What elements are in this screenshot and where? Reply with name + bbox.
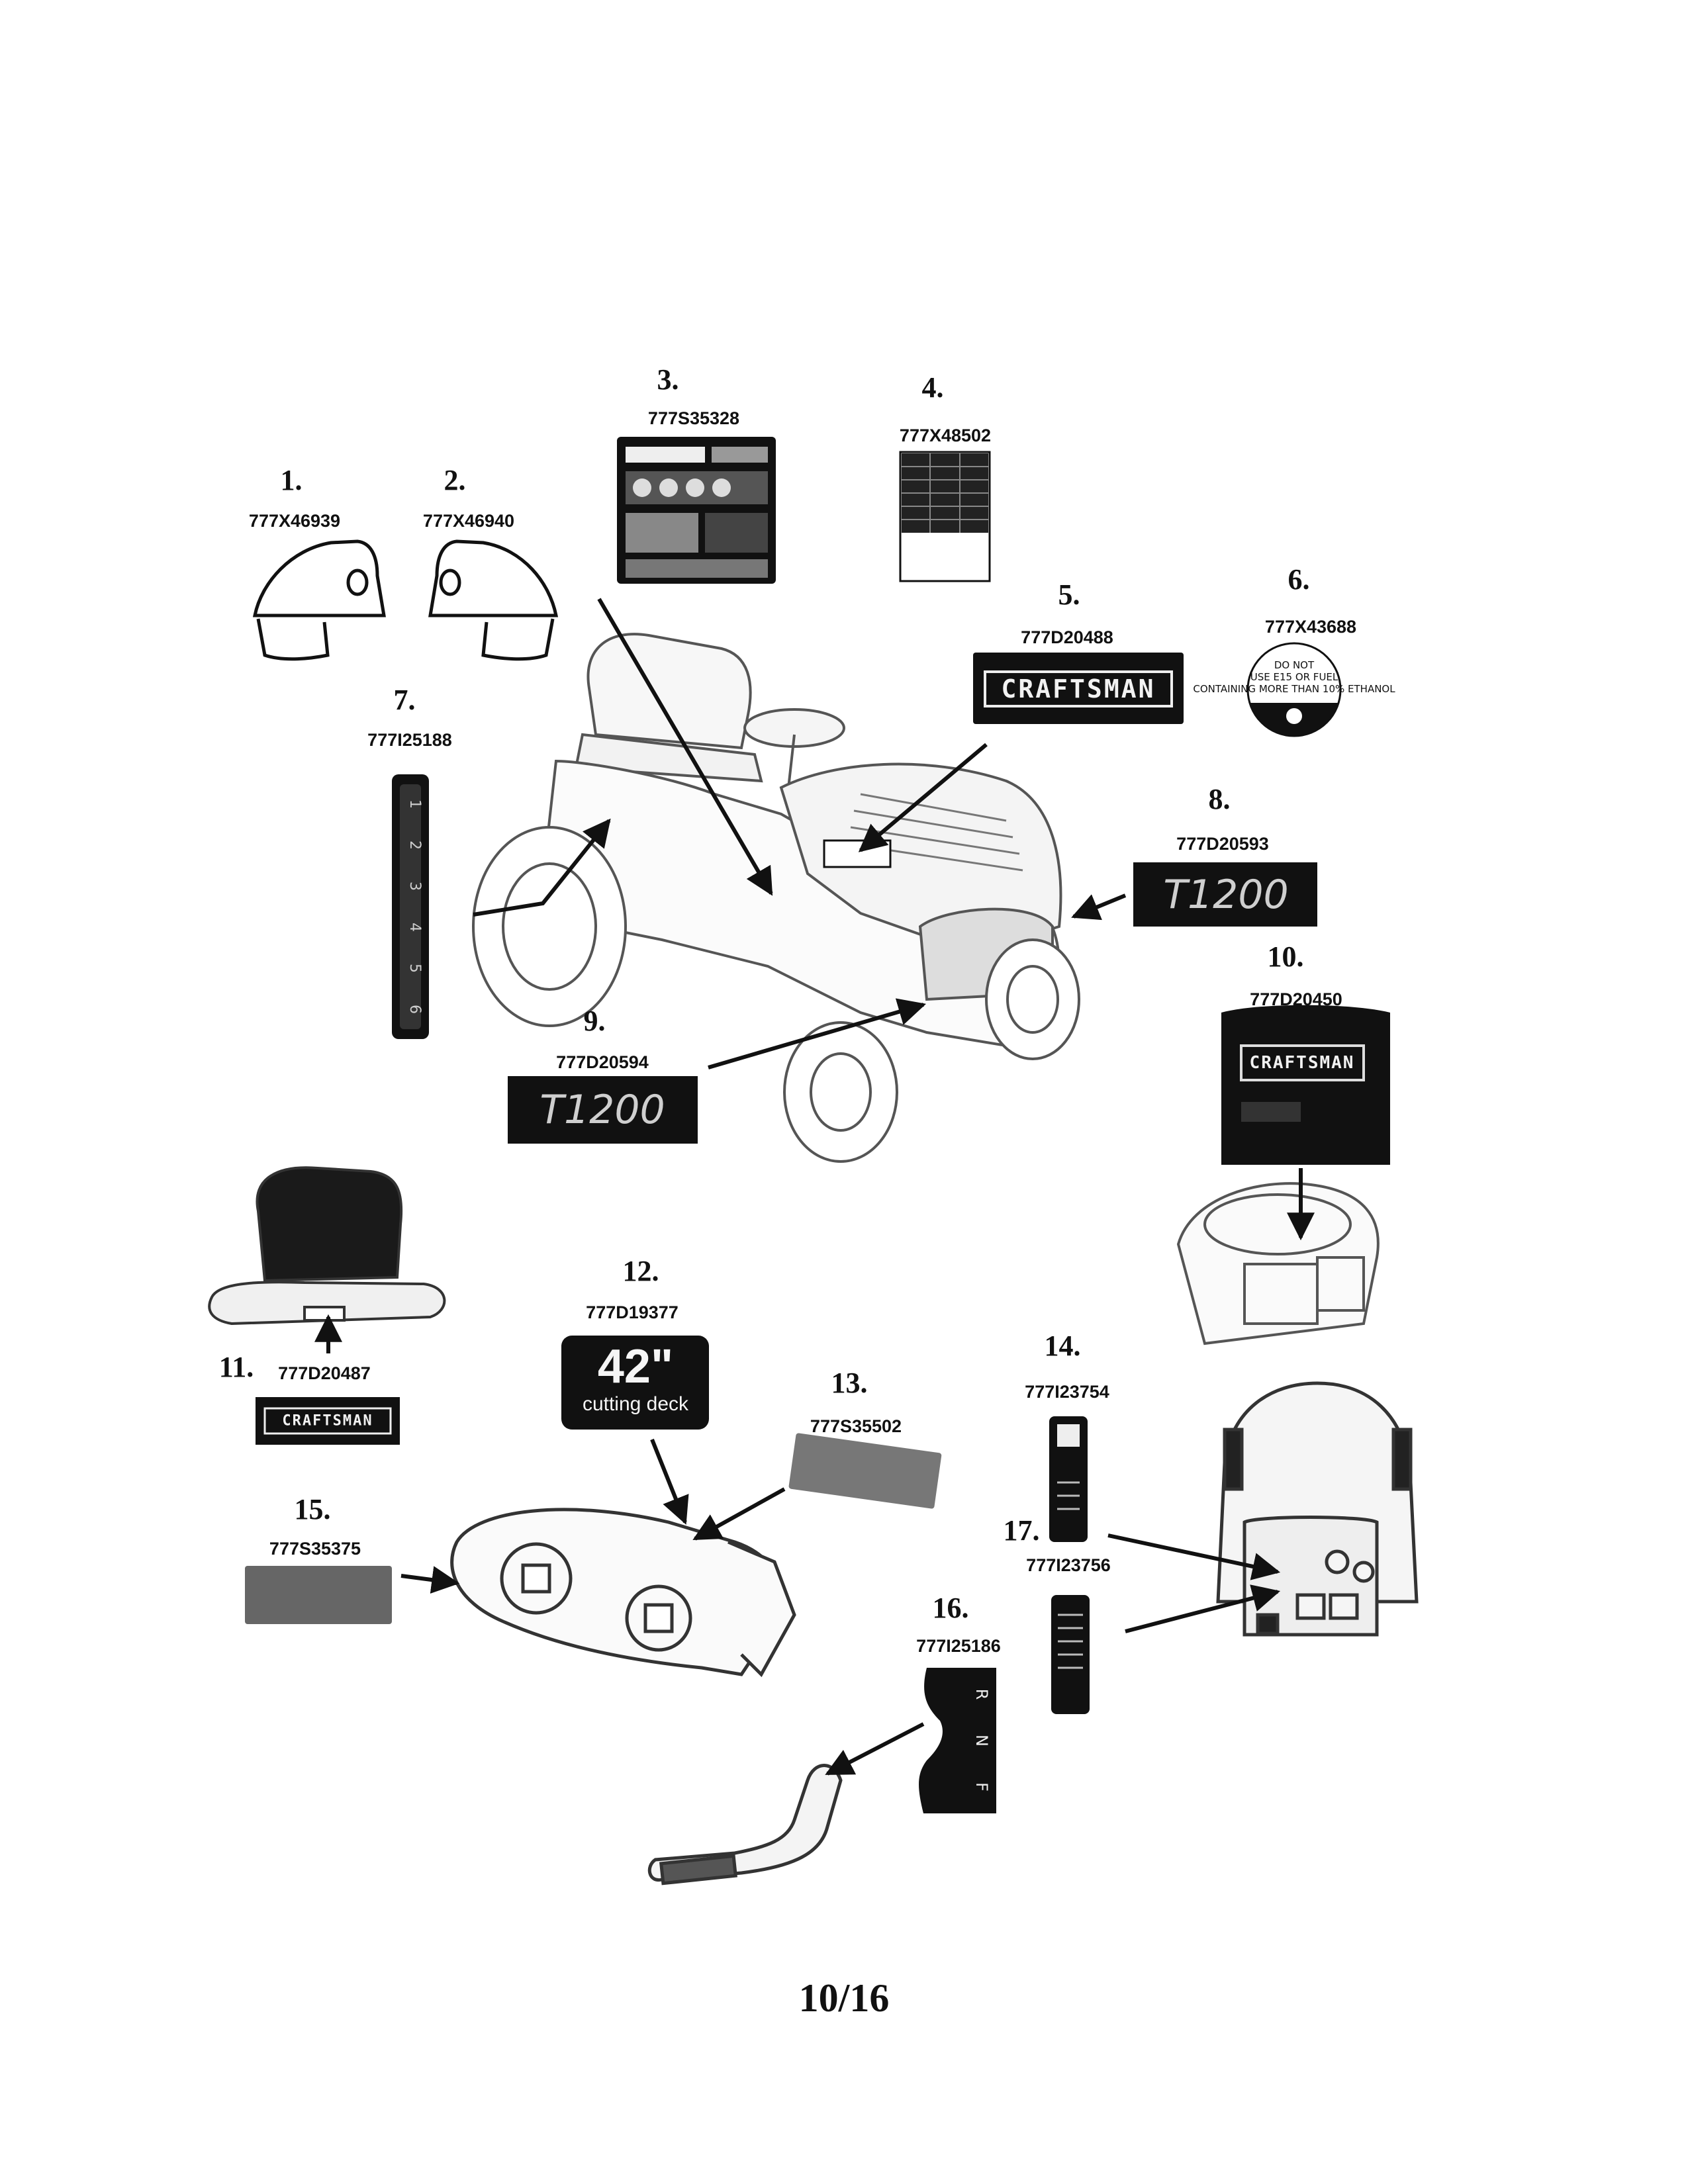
part-number-7: 777I25188 xyxy=(367,730,452,750)
item-number-8: 8. xyxy=(1208,783,1231,815)
part-number-1: 777X46939 xyxy=(248,511,341,531)
gear-mark: N xyxy=(972,1735,991,1747)
item-number-17: 17. xyxy=(1003,1514,1040,1547)
fuel-warning-decal xyxy=(1246,642,1342,737)
deck-size-text: 42" xyxy=(597,1340,674,1393)
part-number-15: 777S35375 xyxy=(269,1539,361,1559)
chart-label-decal xyxy=(899,451,991,582)
deck-side-warning-decal xyxy=(245,1566,392,1624)
part-number-12: 777D19377 xyxy=(586,1302,679,1322)
part-number-9: 777D20594 xyxy=(556,1052,649,1072)
model-decal-front xyxy=(508,1076,698,1144)
height-mark: 4 xyxy=(406,923,423,932)
item-number-11: 11. xyxy=(218,1351,254,1383)
deck-label-text: cutting deck xyxy=(582,1393,689,1415)
part-number-14: 777I23754 xyxy=(1025,1382,1109,1402)
item-number-14: 14. xyxy=(1044,1330,1081,1362)
fuel-warning-line: USE E15 OR FUEL xyxy=(1250,671,1338,683)
fender-decal-right xyxy=(428,539,559,661)
item-number-2: 2. xyxy=(444,464,466,496)
part-number-13: 777S35502 xyxy=(810,1416,902,1436)
page-number: 10/16 xyxy=(798,1976,890,2020)
seat-illustration xyxy=(208,1166,446,1326)
item-number-15: 15. xyxy=(294,1493,331,1525)
model-side-text: T1200 xyxy=(1163,872,1289,918)
engine-illustration xyxy=(1176,1182,1380,1345)
item-number-9: 9. xyxy=(583,1005,606,1037)
fuel-warning-line: CONTAINING MORE THAN 10% ETHANOL xyxy=(1193,683,1395,695)
height-adjust-decal xyxy=(392,774,429,1039)
item-number-7: 7. xyxy=(393,684,416,716)
part-number-5: 777D20488 xyxy=(1021,627,1113,647)
fender-decal-left xyxy=(252,539,386,661)
craftsman-seat-text: CRAFTSMAN xyxy=(282,1412,373,1430)
model-decal-side xyxy=(1133,862,1317,927)
part-number-3: 777S35328 xyxy=(647,408,740,428)
throttle-decal xyxy=(1049,1416,1088,1542)
item-number-5: 5. xyxy=(1058,578,1080,611)
item-number-3: 3. xyxy=(657,363,679,396)
item-number-4: 4. xyxy=(921,371,944,404)
tractor-rear-illustration xyxy=(1216,1381,1419,1637)
tractor-illustration xyxy=(472,633,1080,1163)
part-number-6: 777X43688 xyxy=(1264,617,1357,637)
choke-decal xyxy=(1051,1595,1090,1714)
item-number-16: 16. xyxy=(932,1592,969,1624)
part-number-11: 777D20487 xyxy=(278,1363,371,1383)
craftsman-engine-text: CRAFTSMAN xyxy=(1249,1053,1355,1073)
pedal-illustration xyxy=(647,1764,843,1886)
item-number-1: 1. xyxy=(280,464,303,496)
fuel-warning-line: DO NOT xyxy=(1274,659,1315,671)
item-number-13: 13. xyxy=(831,1367,868,1399)
craftsman-hood-text: CRAFTSMAN xyxy=(1001,674,1156,704)
safety-label-decal xyxy=(617,437,776,584)
height-mark: 2 xyxy=(406,841,423,850)
craftsman-seat-decal xyxy=(256,1397,400,1445)
height-mark: 1 xyxy=(406,799,423,809)
gear-shift-decal xyxy=(919,1668,996,1813)
mower-deck-illustration xyxy=(450,1508,796,1678)
model-front-text: T1200 xyxy=(539,1087,665,1133)
part-number-4: 777X48502 xyxy=(899,426,992,445)
part-number-17: 777I23756 xyxy=(1026,1555,1111,1575)
height-mark: 5 xyxy=(406,964,423,973)
part-number-10: 777D20450 xyxy=(1250,989,1342,1009)
gear-mark: R xyxy=(972,1689,991,1700)
item-number-10: 10. xyxy=(1267,940,1304,973)
deck-size-decal xyxy=(561,1336,709,1430)
item-number-6: 6. xyxy=(1288,563,1310,596)
part-number-2: 777X46940 xyxy=(422,511,515,531)
gear-mark: F xyxy=(972,1782,991,1792)
deck-warning-decal xyxy=(788,1433,942,1509)
part-number-16: 777I25186 xyxy=(916,1636,1001,1656)
item-number-12: 12. xyxy=(622,1255,659,1287)
part-number-8: 777D20593 xyxy=(1176,834,1269,854)
height-mark: 6 xyxy=(406,1005,423,1014)
engine-decal xyxy=(1221,1005,1390,1165)
height-mark: 3 xyxy=(406,882,423,891)
